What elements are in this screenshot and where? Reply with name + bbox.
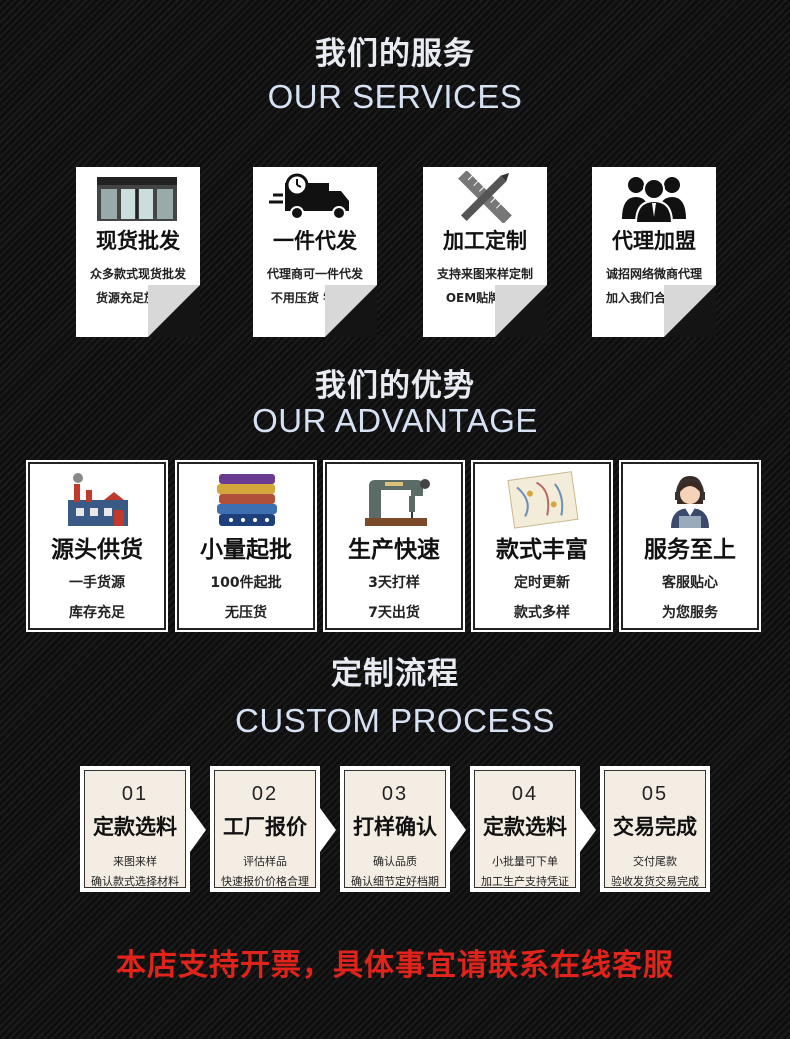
process-title-cn: 定制流程	[331, 656, 459, 692]
page-curl	[325, 285, 377, 337]
advantage-desc-2: 款式多样	[514, 605, 570, 621]
advantage-card-fast-production[interactable]: 生产快速 3天打样 7天出货	[323, 460, 465, 632]
customer-service-icon	[671, 476, 709, 528]
advantage-desc-1: 100件起批	[210, 575, 282, 591]
step-number: 04	[511, 783, 539, 805]
advantage-card-small-batch[interactable]: 小量起批 100件起批 无压货	[175, 460, 317, 632]
advantage-title: 生产快速	[348, 537, 440, 563]
advantage-title-en: OUR ADVANTAGE	[252, 402, 538, 439]
step-title: 交易完成	[613, 815, 697, 839]
advantage-card-variety[interactable]: 款式丰富 定时更新 款式多样	[471, 460, 613, 632]
arrow-right-icon	[190, 808, 206, 852]
service-card-agent[interactable]: 代理加盟 诚招网络微商代理 加入我们合作共赢	[592, 167, 716, 337]
step-number: 02	[251, 783, 279, 805]
service-card-custom[interactable]: 加工定制 支持来图来样定制 OEM贴牌加工	[423, 167, 547, 337]
process-step-4[interactable]: 04 定款选料 小批量可下单 加工生产支持凭证	[470, 766, 580, 892]
services-title-cn: 我们的服务	[315, 36, 475, 72]
step-desc-2: 快速报价价格合理	[221, 875, 309, 888]
service-desc-1: 代理商可一件代发	[266, 267, 363, 281]
factory-icon	[68, 473, 128, 526]
service-card-dropship[interactable]: 一件代发 代理商可一件代发 不用压货 零压力	[253, 167, 377, 337]
step-desc-1: 评估样品	[243, 855, 287, 868]
page-curl	[148, 285, 200, 337]
advantage-desc-1: 客服贴心	[662, 575, 718, 591]
invoice-notice: 本店支持开票，具体事宜请联系在线客服	[116, 948, 674, 983]
advantage-title: 款式丰富	[496, 537, 588, 563]
team-people-icon	[622, 177, 686, 223]
service-title: 现货批发	[96, 229, 180, 253]
step-desc-2: 验收发货交易完成	[611, 875, 699, 888]
step-title: 定款选料	[483, 815, 567, 839]
advantage-desc-2: 7天出货	[368, 605, 420, 621]
process-step-3[interactable]: 03 打样确认 确认品质 确认细节定好档期	[340, 766, 450, 892]
advantage-card-service[interactable]: 服务至上 客服贴心 为您服务	[619, 460, 761, 632]
step-number: 01	[121, 783, 149, 805]
services-title-en: OUR SERVICES	[267, 78, 523, 115]
service-desc-1: 诚招网络微商代理	[605, 267, 702, 281]
service-title: 代理加盟	[612, 229, 696, 253]
process-step-panel: 02 工厂报价 评估样品 快速报价价格合理	[214, 770, 316, 888]
step-title: 定款选料	[93, 815, 177, 839]
step-desc-2: 加工生产支持凭证	[481, 875, 569, 888]
folded-clothes-icon	[217, 474, 277, 526]
step-desc-2: 确认细节定好档期	[351, 875, 439, 888]
ruler-pencil-icon	[458, 171, 512, 223]
sewing-machine-icon	[365, 479, 430, 526]
advantage-title-cn: 我们的优势	[315, 368, 475, 404]
service-desc-1: 众多款式现货批发	[89, 267, 186, 281]
service-title: 一件代发	[273, 229, 357, 253]
process-step-panel: 05 交易完成 交付尾款 验收发货交易完成	[604, 770, 706, 888]
step-number: 05	[641, 783, 669, 805]
advantage-desc-2: 无压货	[225, 605, 267, 621]
service-title: 加工定制	[443, 229, 527, 253]
process-step-1[interactable]: 01 定款选料 来图来样 确认款式选择材料	[80, 766, 190, 892]
service-card-wholesale[interactable]: 现货批发 众多款式现货批发 货源充足放心购	[76, 167, 200, 337]
arrow-right-icon	[450, 808, 466, 852]
page-curl	[495, 285, 547, 337]
step-desc-1: 确认品质	[373, 855, 417, 868]
process-step-5[interactable]: 05 交易完成 交付尾款 验收发货交易完成	[600, 766, 710, 892]
process-step-panel: 03 打样确认 确认品质 确认细节定好档期	[344, 770, 446, 888]
step-desc-1: 小批量可下单	[492, 855, 558, 868]
process-step-panel: 04 定款选料 小批量可下单 加工生产支持凭证	[474, 770, 576, 888]
arrow-right-icon	[580, 808, 596, 852]
step-number: 03	[381, 783, 409, 805]
storefront-icon	[97, 177, 177, 221]
step-desc-2: 确认款式选择材料	[91, 875, 179, 888]
step-title: 打样确认	[353, 815, 437, 839]
delivery-truck-icon	[269, 173, 349, 220]
service-desc-1: 支持来图来样定制	[436, 267, 533, 281]
step-title: 工厂报价	[223, 815, 307, 839]
advantage-desc-1: 定时更新	[514, 575, 570, 591]
advantage-card-source[interactable]: 源头供货 一手货源 库存充足	[26, 460, 168, 632]
advantage-title: 服务至上	[644, 537, 736, 563]
step-desc-1: 交付尾款	[633, 855, 677, 868]
step-desc-1: 来图来样	[113, 855, 157, 868]
arrow-right-icon	[320, 808, 336, 852]
advantage-desc-1: 一手货源	[69, 575, 125, 591]
advantage-desc-2: 为您服务	[662, 605, 718, 621]
advantage-desc-2: 库存充足	[69, 605, 125, 621]
advantage-desc-1: 3天打样	[368, 575, 420, 591]
advantage-title: 源头供货	[51, 537, 143, 563]
page-curl	[664, 285, 716, 337]
process-step-2[interactable]: 02 工厂报价 评估样品 快速报价价格合理	[210, 766, 320, 892]
pattern-sketch-icon	[507, 471, 579, 529]
process-step-panel: 01 定款选料 来图来样 确认款式选择材料	[84, 770, 186, 888]
process-title-en: CUSTOM PROCESS	[235, 702, 555, 739]
advantage-title: 小量起批	[200, 537, 292, 563]
